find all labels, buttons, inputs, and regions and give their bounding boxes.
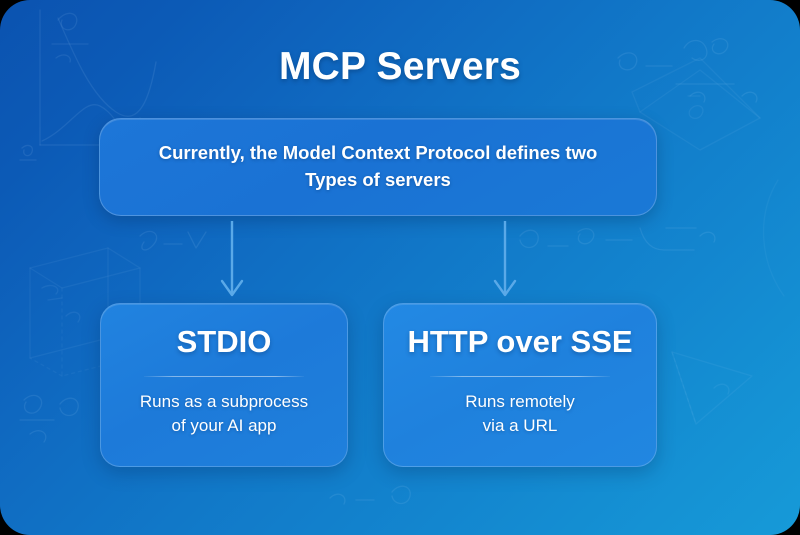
card-http-over-sse-divider: [430, 375, 610, 377]
arrow-down-icon-left: [217, 221, 247, 301]
card-stdio-divider: [144, 375, 304, 377]
intro-panel: Currently, the Model Context Protocol de…: [99, 118, 657, 216]
intro-text: Currently, the Model Context Protocol de…: [159, 140, 598, 194]
card-http-over-sse-body: Runs remotely via a URL: [465, 390, 575, 438]
intro-line-2: Types of servers: [305, 169, 451, 190]
card-http-over-sse-title: HTTP over SSE: [407, 324, 633, 359]
card-stdio-body-line-1: Runs as a subprocess: [139, 391, 309, 411]
card-http-over-sse: HTTP over SSE Runs remotely via a URL: [383, 303, 657, 467]
intro-line-1: Currently, the Model Context Protocol de…: [158, 142, 598, 164]
card-stdio-body-line-2: of your AI app: [171, 415, 277, 435]
card-stdio-title: STDIO: [176, 324, 272, 359]
card-http-over-sse-body-line-2: via a URL: [482, 415, 558, 435]
card-stdio: STDIO Runs as a subprocess of your AI ap…: [100, 303, 348, 467]
arrow-down-icon-right: [490, 221, 520, 301]
card-stdio-body: Runs as a subprocess of your AI app: [140, 390, 308, 438]
card-http-over-sse-body-line-1: Runs remotely: [465, 391, 575, 411]
page-title: MCP Servers: [278, 45, 522, 88]
